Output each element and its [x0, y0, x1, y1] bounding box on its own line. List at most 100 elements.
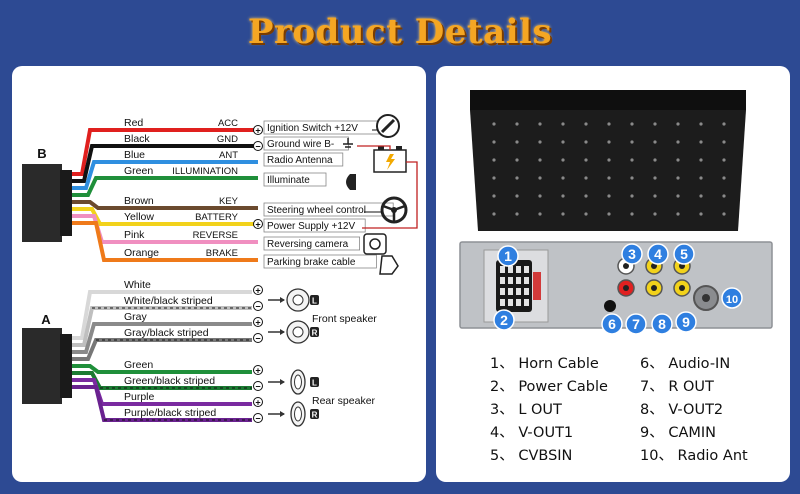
wire-b-red: Red ACC — [72, 117, 258, 176]
camera-icon — [363, 233, 387, 255]
destination-icons — [343, 114, 418, 275]
svg-text:4: 4 — [654, 246, 662, 262]
front-right-speaker-icon: R — [286, 320, 319, 344]
port-legend-item: 2、 Power Cable — [490, 379, 608, 395]
front-left-speaker-icon: L — [286, 288, 319, 312]
svg-text:+: + — [255, 220, 260, 230]
wire-color-label: White/black striped — [124, 295, 213, 307]
wire-pin-label: ACC — [218, 118, 238, 129]
dest-label: Steering wheel control — [267, 205, 366, 216]
wire-b-black: Black GND — [72, 133, 258, 183]
port-badge-4: 4 — [647, 243, 669, 265]
wire-color-label: Green — [124, 359, 153, 371]
svg-text:+: + — [255, 366, 260, 376]
dest-steering-wheel-control: Steering wheel control — [263, 202, 394, 217]
wire-pin-label: ANT — [219, 150, 238, 161]
wire-color-label: Blue — [124, 149, 145, 161]
svg-text:3: 3 — [628, 246, 636, 262]
port-badge-2: 2 — [493, 309, 515, 331]
svg-text:+: + — [255, 286, 260, 296]
wire-pin-label: BATTERY — [195, 212, 239, 223]
vent-holes — [492, 122, 726, 216]
parking-brake-icon — [379, 255, 399, 275]
dest-label: Radio Antenna — [267, 155, 333, 166]
port-legend-item: 4、 V-OUT1 — [490, 425, 574, 441]
dest-ground-wire-b-: −Ground wire B- — [253, 136, 349, 152]
page-title: Product Details — [247, 12, 553, 52]
dest-label: Ground wire B- — [267, 139, 334, 150]
rear-right-speaker-icon: R — [290, 401, 319, 427]
wire-pin-label: ILLUMINATION — [172, 166, 238, 177]
svg-text:+: + — [255, 398, 260, 408]
dest-label: Parking brake cable — [267, 257, 356, 268]
wiring-diagram: B A Red ACC Black GND Blue ANT Green ILLUMINATI… — [22, 114, 418, 427]
wire-pin-label: BRAKE — [206, 248, 238, 259]
port-legend-item: 8、 V-OUT2 — [640, 402, 724, 418]
svg-text:L: L — [312, 379, 317, 388]
lamp-icon — [346, 174, 356, 190]
rear-left-speaker-icon: L — [290, 369, 319, 395]
dest-label: Illuminate — [267, 175, 310, 186]
port-legend-item: 10、 Radio Ant — [640, 448, 748, 464]
svg-text:L: L — [312, 297, 317, 306]
wire-color-label: Purple/black striped — [124, 407, 216, 419]
svg-text:+: + — [255, 318, 260, 328]
wire-color-label: Orange — [124, 247, 159, 259]
wire-b-orange: Orange BRAKE — [72, 221, 258, 262]
port-badge-6: 6 — [601, 313, 623, 335]
svg-text:9: 9 — [682, 314, 690, 330]
wire-color-label: Green/black striped — [124, 375, 215, 387]
port-badge-9: 9 — [675, 311, 697, 333]
port-legend-item: 9、 CAMIN — [640, 425, 717, 441]
svg-text:R: R — [312, 329, 318, 338]
dest-label: Power Supply +12V — [267, 221, 355, 232]
wire-pin-label: KEY — [219, 196, 239, 207]
svg-text:8: 8 — [658, 316, 666, 332]
port-badge-8: 8 — [651, 313, 673, 335]
dest-label: Ignition Switch +12V — [267, 123, 358, 134]
port-legend-item: 3、 L OUT — [490, 402, 562, 418]
wire-b-blue: Blue ANT — [72, 149, 258, 190]
svg-text:2: 2 — [500, 312, 508, 328]
svg-text:6: 6 — [608, 316, 616, 332]
wire-color-label: Brown — [124, 195, 154, 207]
wire-pin-label: REVERSE — [193, 230, 238, 241]
connector-a-body — [22, 328, 62, 404]
connector-a-label: A — [41, 312, 51, 327]
wiring-diagram-panel: B A Red ACC Black GND Blue ANT Green ILLUMINATI… — [12, 66, 426, 482]
wire-a-white: White + — [72, 279, 263, 340]
wire-a-gray: Gray+ — [72, 311, 263, 354]
port-legend-item: 1、 Horn Cable — [490, 356, 599, 372]
wire-a-green: Green + — [72, 359, 263, 376]
svg-text:10: 10 — [726, 294, 738, 306]
wire-a-purple-black-striped: Purple/black striped− — [72, 385, 263, 424]
wire-color-label: Yellow — [124, 211, 154, 223]
dest-parking-brake-cable: Parking brake cable — [263, 254, 377, 269]
wire-color-label: Pink — [124, 229, 145, 241]
wire-pin-label: GND — [217, 134, 238, 145]
front-speaker-label: Front speaker — [312, 313, 377, 325]
wire-color-label: Black — [124, 133, 150, 145]
connector-b-label: B — [37, 146, 46, 161]
svg-text:−: − — [255, 302, 260, 312]
rear-speaker-label: Rear speaker — [312, 395, 376, 407]
wire-b-yellow: Yellow BATTERY — [72, 207, 258, 226]
port-badge-10: 10 — [721, 287, 743, 309]
wire-color-label: White — [124, 279, 151, 291]
wire-b-green: Green ILLUMINATION — [72, 165, 258, 197]
wire-color-label: Red — [124, 117, 143, 129]
ground-icon — [343, 138, 353, 148]
svg-text:R: R — [312, 411, 318, 420]
svg-text:−: − — [255, 334, 260, 344]
port-badge-3: 3 — [621, 243, 643, 265]
svg-text:1: 1 — [504, 248, 512, 264]
wire-color-label: Green — [124, 165, 153, 177]
port-legend-item: 7、 R OUT — [640, 379, 714, 395]
dest-radio-antenna: Radio Antenna — [263, 152, 344, 167]
dest-label: Reversing camera — [267, 239, 349, 250]
audio-in-jack — [604, 300, 616, 312]
port-badge-5: 5 — [673, 243, 695, 265]
wire-a-gray-black-striped: Gray/black striped− — [72, 327, 263, 361]
wire-a-white-black-striped: White/black striped − — [72, 295, 263, 347]
